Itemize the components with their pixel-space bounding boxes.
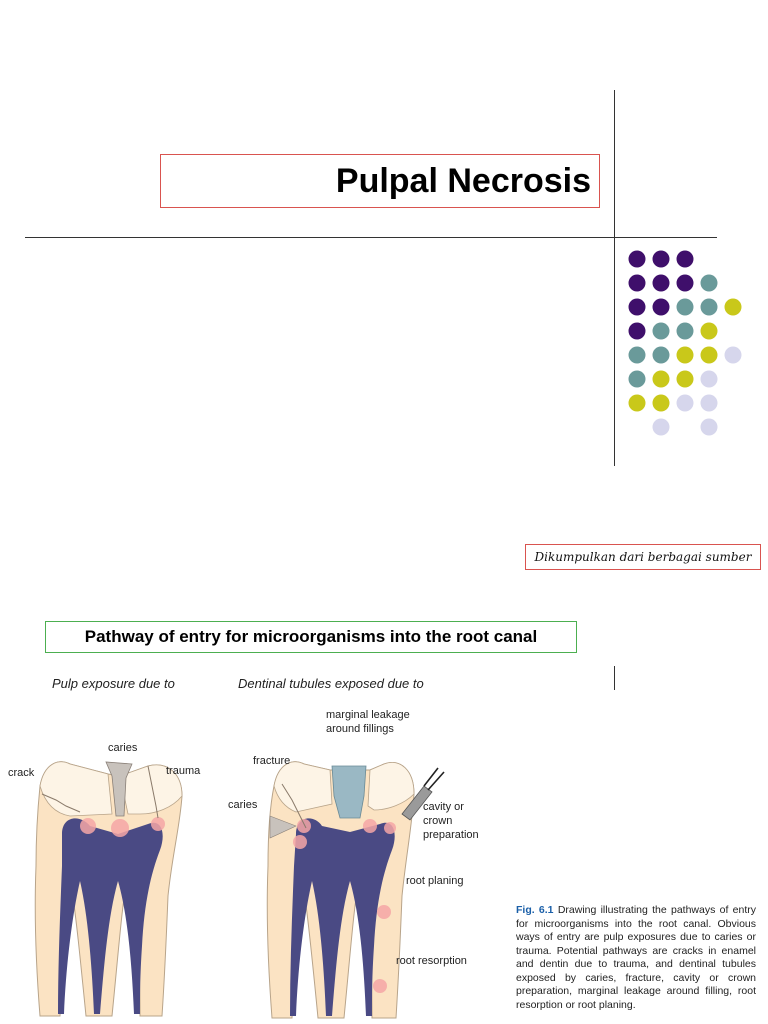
title-box: Pulpal Necrosis [160, 154, 600, 208]
vertical-divider-stub [614, 666, 615, 690]
decorative-dot [724, 298, 742, 316]
decorative-dot [676, 394, 694, 412]
label-cavity-or: cavity or [423, 801, 464, 813]
decorative-dot [700, 298, 718, 316]
decorative-dot [700, 274, 718, 292]
decorative-dot [652, 322, 670, 340]
decorative-dot [652, 250, 670, 268]
slide-title: Pulpal Necrosis [335, 161, 591, 200]
header-dentinal-tubules: Dentinal tubules exposed due to [238, 676, 424, 691]
decorative-dot [700, 418, 718, 436]
decorative-dot [700, 346, 718, 364]
decorative-dot [676, 274, 694, 292]
tooth-diagram: Pulp exposure due to Dentinal tubules ex… [8, 676, 479, 1019]
caption-text: Drawing illustrating the pathways of ent… [516, 904, 756, 1011]
left-enamel-left [39, 761, 113, 817]
decorative-dot [676, 250, 694, 268]
decorative-dot [652, 370, 670, 388]
decorative-dot [628, 394, 646, 412]
decorative-dot [652, 346, 670, 364]
content-slide: Pathway of entry for microorganisms into… [0, 576, 768, 1024]
label-root-resorption: root resorption [396, 955, 467, 967]
slide-heading-box: Pathway of entry for microorganisms into… [45, 621, 577, 653]
label-caries-left: caries [108, 742, 138, 754]
label-fracture: fracture [253, 755, 290, 767]
left-enamel-right [119, 764, 183, 815]
decorative-dot [652, 418, 670, 436]
decorative-dot [628, 346, 646, 364]
decorative-dot [652, 274, 670, 292]
right-tooth [266, 761, 445, 1019]
label-preparation: preparation [423, 829, 479, 841]
left-pulp [58, 818, 163, 1014]
decorative-dot [676, 298, 694, 316]
label-marginal-leakage: marginal leakage [326, 709, 410, 721]
decorative-dot [700, 322, 718, 340]
label-caries-right: caries [228, 799, 258, 811]
decorative-dot [676, 322, 694, 340]
decorative-dot [676, 370, 694, 388]
caption-fig-label: Fig. 6.1 [516, 904, 554, 916]
left-caries-cavity [105, 761, 133, 817]
source-note: Dikumpulkan dari berbagai sumber [534, 550, 752, 564]
vertical-divider [614, 90, 615, 466]
decorative-dot [652, 298, 670, 316]
decorative-dot [628, 298, 646, 316]
label-crown: crown [423, 815, 452, 827]
header-pulp-exposure: Pulp exposure due to [52, 676, 175, 691]
decorative-dot [628, 322, 646, 340]
decorative-dot [628, 274, 646, 292]
decorative-dot [628, 370, 646, 388]
right-pulp [290, 818, 395, 1016]
decorative-dot [700, 394, 718, 412]
title-slide: Pulpal Necrosis Dikumpulkan dari berbaga… [25, 90, 761, 570]
label-around-fillings: around fillings [326, 723, 394, 735]
figure-caption: Fig. 6.1 Drawing illustrating the pathwa… [516, 904, 756, 1012]
decorative-dot [676, 346, 694, 364]
label-root-planing: root planing [406, 875, 464, 887]
slide-heading: Pathway of entry for microorganisms into… [84, 627, 538, 646]
decorative-dot-grid [628, 250, 742, 436]
source-note-box: Dikumpulkan dari berbagai sumber [525, 544, 761, 570]
decorative-dot [700, 370, 718, 388]
drill-bur-icon [401, 785, 433, 821]
horizontal-divider [25, 237, 717, 238]
decorative-dot [724, 346, 742, 364]
decorative-dot [628, 250, 646, 268]
left-tooth [34, 761, 183, 1017]
decorative-dot [652, 394, 670, 412]
label-crack: crack [8, 767, 35, 779]
label-trauma: trauma [166, 765, 201, 777]
filling [331, 765, 367, 819]
